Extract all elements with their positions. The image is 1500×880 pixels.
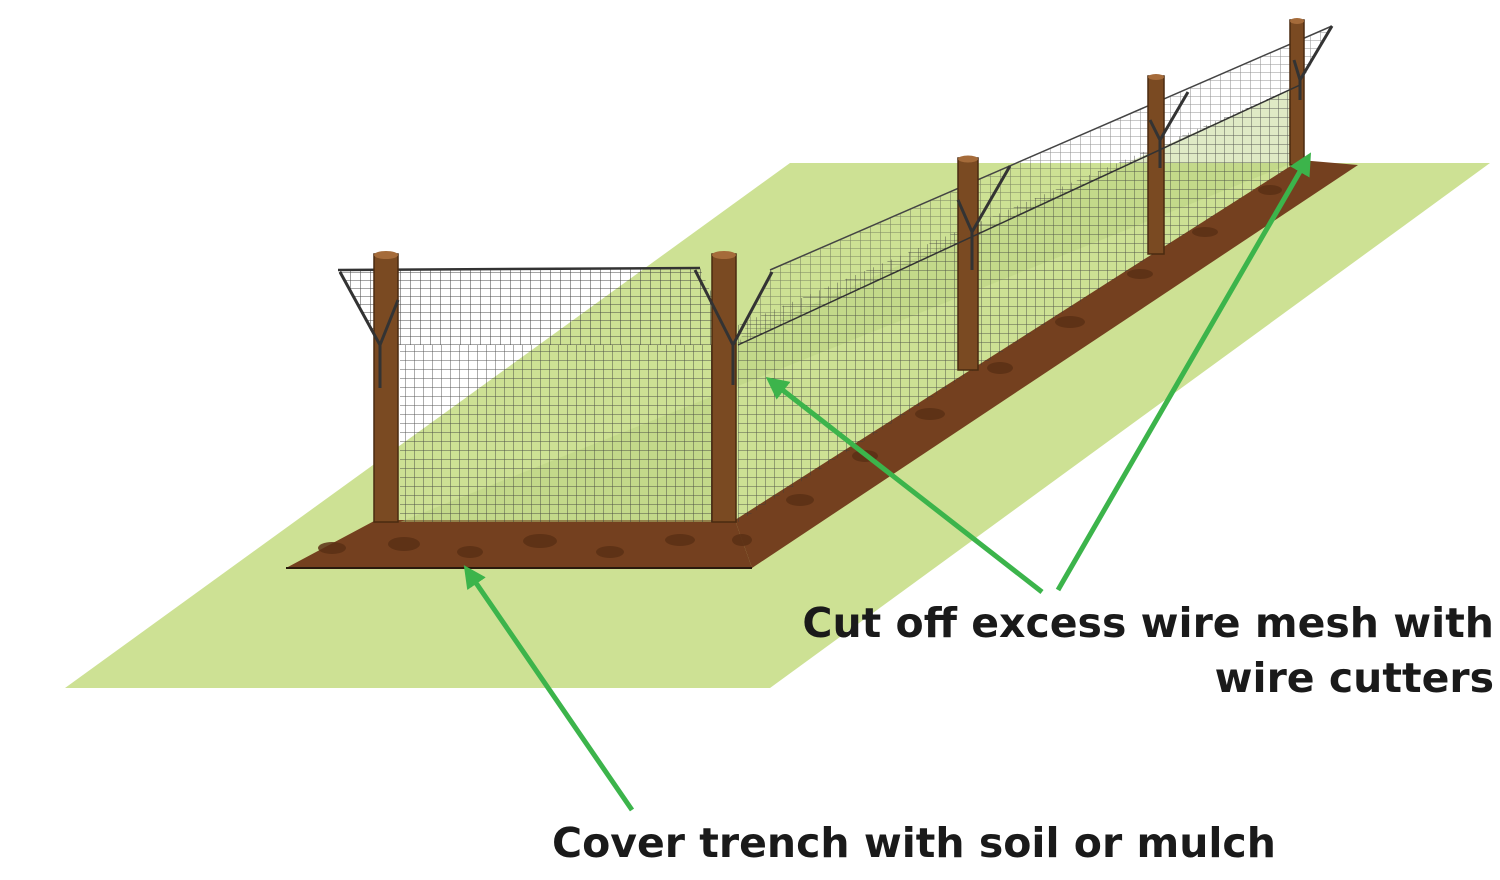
wire-mesh-overhang-front	[338, 268, 735, 345]
wire-mesh-overhang-side	[738, 26, 1332, 345]
soil-trench-front	[286, 520, 752, 568]
y-outrigger-brackets	[338, 25, 1334, 388]
annotation-cut-excess-mesh: Cut off excess wire mesh with wire cutte…	[802, 596, 1494, 706]
wooden-post	[1289, 19, 1305, 166]
wooden-post	[1147, 75, 1165, 255]
annotation-cover-trench: Cover trench with soil or mulch	[552, 819, 1276, 867]
arrow-to-trench	[463, 565, 635, 812]
callout-arrows	[463, 152, 1312, 812]
wooden-post	[373, 253, 399, 523]
wire-mesh-front-panel	[400, 345, 722, 522]
wooden-post	[957, 157, 979, 371]
annotation-cut-line2: wire cutters	[1214, 654, 1494, 702]
annotation-cut-line1: Cut off excess wire mesh with	[802, 599, 1494, 647]
wooden-post	[711, 253, 737, 523]
arrow-to-far-mesh	[1055, 152, 1312, 592]
arrow-to-side-mesh	[765, 376, 1044, 594]
soil-texture	[318, 185, 1282, 558]
soil-trench-side	[735, 160, 1358, 568]
